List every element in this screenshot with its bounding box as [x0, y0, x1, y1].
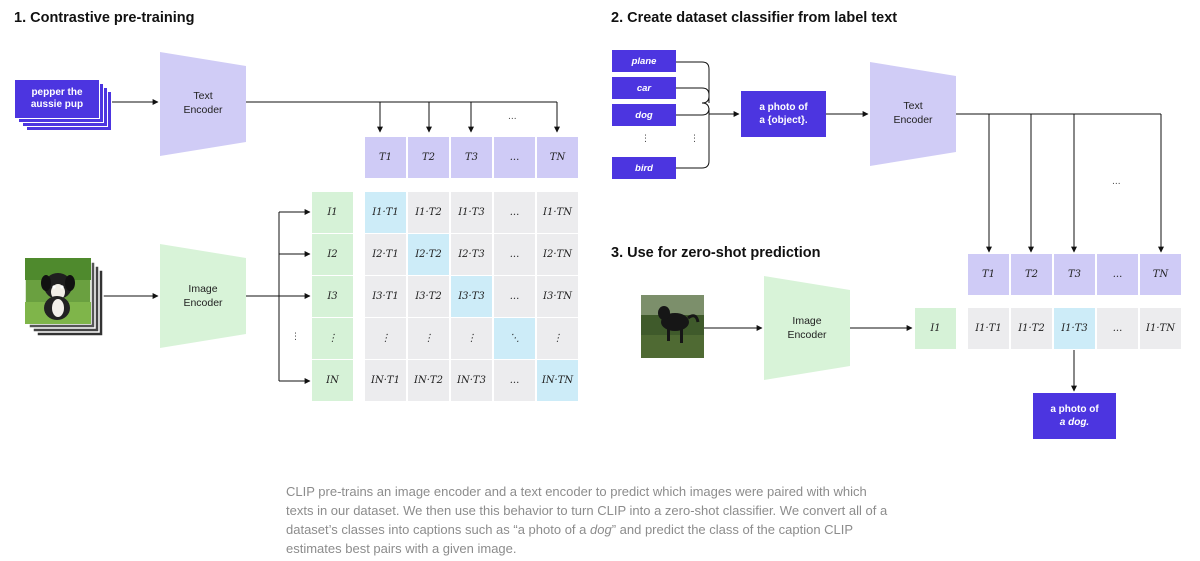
text-encoder-label-l1: Text — [193, 90, 213, 102]
text-input-line1: pepper the — [31, 86, 83, 98]
text-encoder-shape — [160, 52, 246, 156]
caption-emphasis: dog — [590, 522, 612, 538]
text-feature-cell: ... — [1097, 254, 1138, 295]
matrix-cell: I3·T1 — [365, 276, 406, 317]
text-feature-cell: ... — [494, 137, 535, 178]
product-cell: I1·T2 — [1011, 308, 1052, 349]
image-encoder-3-l2: Encoder — [787, 328, 827, 341]
text-feature-cell: TN — [537, 137, 578, 178]
product-cell: I1·TN — [1140, 308, 1181, 349]
prompt-template-l1: a photo of — [759, 101, 808, 113]
label-vdots: ⋮ — [641, 134, 650, 144]
matrix-cell-diagonal: I1·T1 — [365, 192, 406, 233]
matrix-cell: IN·T3 — [451, 360, 492, 401]
image-encoder-label-l2: Encoder — [183, 296, 223, 309]
image-feature-cell: I1 — [312, 192, 353, 233]
text-feature-cell: T1 — [365, 137, 406, 178]
caption-part2: ” and predict the class of the caption C… — [286, 522, 853, 557]
text-input-card: pepper the aussie pup — [14, 79, 100, 119]
section1-title: 1. Contrastive pre-training — [14, 10, 195, 26]
text-input-line2: aussie pup — [30, 99, 84, 110]
matrix-cell-diagonal: I2·T2 — [408, 234, 449, 275]
matrix-cell: ⋮ — [365, 318, 406, 359]
matrix-cell: ⋮ — [451, 318, 492, 359]
puppy-photo-stack — [24, 257, 104, 337]
text-encoder-2-l1: Text — [903, 100, 923, 112]
matrix-cell: I2·T1 — [365, 234, 406, 275]
image-feature-cell: ⋮ — [312, 318, 353, 359]
matrix-cell: I3·TN — [537, 276, 578, 317]
matrix-cell-diagonal: IN·TN — [537, 360, 578, 401]
image-encoder-3-l1: Image — [792, 315, 822, 327]
text-encoder-2-l2: Encoder — [893, 113, 933, 126]
matrix-cell: ... — [494, 192, 535, 233]
matrix-cell: I2·T3 — [451, 234, 492, 275]
matrix-cell: IN·T2 — [408, 360, 449, 401]
text-encoder-label-2: Text Encoder — [870, 100, 956, 127]
section3-title: 3. Use for zero-shot prediction — [611, 245, 821, 261]
text-feature-cell: T1 — [968, 254, 1009, 295]
text-encoder-shape-2 — [870, 62, 956, 166]
class-label: plane — [612, 50, 676, 72]
matrix-cell: I1·TN — [537, 192, 578, 233]
product-cell: ... — [1097, 308, 1138, 349]
matrix-cell: I1·T3 — [451, 192, 492, 233]
matrix-cell: I1·T2 — [408, 192, 449, 233]
text-bus-ellipsis: ... — [508, 112, 517, 122]
matrix-cell: I2·TN — [537, 234, 578, 275]
matrix-cell-diagonal: ⋱ — [494, 318, 535, 359]
image-encoder-label-3: Image Encoder — [764, 315, 850, 342]
image-encoder-label-l1: Image — [188, 283, 218, 295]
image-feature-cell: I1 — [915, 308, 956, 349]
prediction-result-box: a photo of a dog. — [1033, 393, 1116, 439]
image-encoder-shape-3 — [764, 276, 850, 380]
text-encoder-label-l2: Encoder — [183, 103, 223, 116]
product-cell-best: I1·T3 — [1054, 308, 1095, 349]
caption-part1: CLIP pre-trains an image encoder and a t… — [286, 484, 888, 538]
text-feature-cell: T2 — [408, 137, 449, 178]
bracket-vdots: ⋮ — [690, 134, 699, 144]
prediction-result-l1: a photo of — [1050, 403, 1099, 415]
section2-title: 2. Create dataset classifier from label … — [611, 10, 898, 26]
matrix-cell: ... — [494, 276, 535, 317]
text-feature-cell: T3 — [1054, 254, 1095, 295]
image-encoder-shape — [160, 244, 246, 348]
prompt-template-box: a photo of a {object}. — [741, 91, 826, 137]
product-cell: I1·T1 — [968, 308, 1009, 349]
text-feature-cell: TN — [1140, 254, 1181, 295]
text-encoder-label: Text Encoder — [160, 90, 246, 117]
matrix-cell: ... — [494, 360, 535, 401]
dog-photo — [641, 295, 704, 358]
class-label: dog — [612, 104, 676, 126]
text-feature-cell: T3 — [451, 137, 492, 178]
class-label: bird — [612, 157, 676, 179]
matrix-cell-diagonal: I3·T3 — [451, 276, 492, 317]
matrix-cell: ⋮ — [408, 318, 449, 359]
figure-caption: CLIP pre-trains an image encoder and a t… — [286, 482, 896, 558]
prompt-template-l2: a {object}. — [759, 115, 808, 126]
image-feature-cell: I3 — [312, 276, 353, 317]
image-feature-cell: IN — [312, 360, 353, 401]
class-label: car — [612, 77, 676, 99]
text-feature-cell: T2 — [1011, 254, 1052, 295]
text-bus-ellipsis-2: ... — [1112, 177, 1121, 187]
image-feature-cell: I2 — [312, 234, 353, 275]
image-encoder-label: Image Encoder — [160, 283, 246, 310]
matrix-cell: ... — [494, 234, 535, 275]
branch-vdots: ⋮ — [291, 332, 300, 342]
matrix-cell: ⋮ — [537, 318, 578, 359]
matrix-cell: I3·T2 — [408, 276, 449, 317]
matrix-cell: IN·T1 — [365, 360, 406, 401]
prediction-result-l2: a dog. — [1059, 417, 1090, 428]
